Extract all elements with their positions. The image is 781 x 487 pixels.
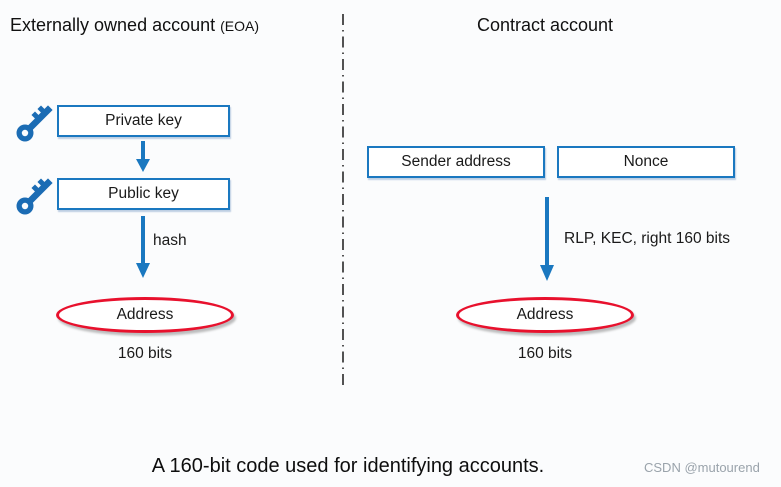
left-address-label: Address (116, 306, 174, 323)
left-panel-title: Externally owned account (EOA) (10, 15, 259, 36)
watermark: CSDN @mutourend (644, 460, 760, 475)
down-arrow-icon (540, 197, 554, 281)
nonce-box: Nonce (557, 146, 735, 178)
left-address-ellipse: Address (56, 297, 234, 333)
sender-address-box: Sender address (367, 146, 545, 178)
nonce-label: Nonce (623, 153, 669, 170)
right-bits-label: 160 bits (517, 345, 573, 362)
left-panel-title-note: (EOA) (220, 18, 260, 34)
down-arrow-icon (136, 216, 150, 278)
left-panel-title-text: Externally owned account (10, 15, 216, 35)
right-address-label: Address (516, 306, 574, 323)
public-key-box: Public key (57, 178, 230, 210)
rlp-arrow-label: RLP, KEC, right 160 bits (564, 230, 730, 247)
dash-dot-divider (342, 14, 344, 388)
private-key-box: Private key (57, 105, 230, 137)
right-address-ellipse: Address (456, 297, 634, 333)
key-icon (16, 178, 53, 215)
private-key-label: Private key (105, 112, 182, 129)
down-arrow-icon (136, 141, 150, 172)
public-key-label: Public key (108, 185, 179, 202)
left-bits-label: 160 bits (117, 345, 173, 362)
key-icon (16, 105, 53, 142)
right-panel-title: Contract account (476, 15, 614, 35)
sender-address-label: Sender address (401, 153, 511, 170)
diagram-caption: A 160-bit code used for identifying acco… (151, 455, 545, 477)
hash-arrow-label: hash (153, 232, 187, 249)
